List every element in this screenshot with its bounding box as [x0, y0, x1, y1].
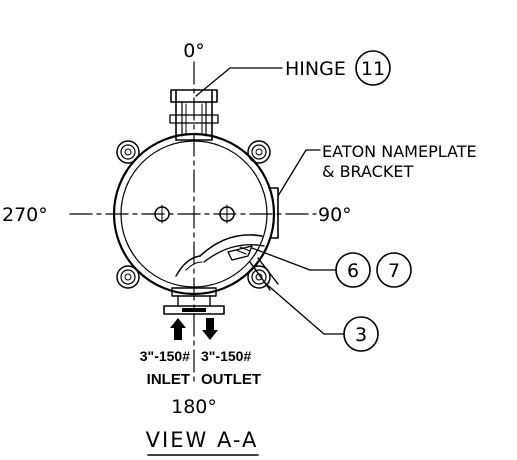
angle-label-right: 90° — [318, 204, 352, 226]
angle-label-bottom: 180° — [171, 396, 217, 418]
mounting-lug-bottom-left — [116, 265, 140, 289]
view-title-text: VIEW A-A — [146, 428, 259, 452]
mounting-lug-top-left — [116, 140, 140, 164]
bolt-hole-left — [154, 204, 170, 224]
hinge-label: HINGE — [285, 58, 346, 80]
outlet-arrow-icon — [202, 318, 218, 340]
inlet-arrow-icon — [170, 318, 186, 340]
nameplate-bracket — [269, 187, 279, 239]
hinge-item-number: 11 — [361, 58, 385, 80]
nameplate-callout: EATON NAMEPLATE & BRACKET — [277, 142, 477, 197]
nameplate-label-line2: & BRACKET — [322, 162, 413, 181]
inlet-size-label: 3"-150# — [140, 348, 190, 364]
bolt-hole-right — [219, 204, 235, 224]
inlet-label: INLET — [147, 371, 190, 388]
outlet-size-label: 3"-150# — [201, 348, 251, 364]
nameplate-label-line1: EATON NAMEPLATE — [322, 142, 477, 161]
angle-label-left: 270° — [2, 204, 48, 226]
item-6-number: 6 — [347, 260, 359, 282]
item-3-number: 3 — [355, 324, 367, 346]
internal-component — [199, 234, 279, 291]
bottom-nozzle — [163, 255, 225, 315]
item-6-7-callout: 6 7 — [251, 247, 412, 288]
view-title: VIEW A-A — [146, 428, 259, 456]
mounting-lug-top-right — [247, 140, 271, 164]
item-7-number: 7 — [388, 260, 400, 282]
outlet-label: OUTLET — [201, 371, 261, 388]
angle-label-top: 0° — [183, 40, 205, 62]
hinge-callout: HINGE 11 — [195, 50, 391, 97]
item-3-callout: 3 — [263, 281, 379, 352]
